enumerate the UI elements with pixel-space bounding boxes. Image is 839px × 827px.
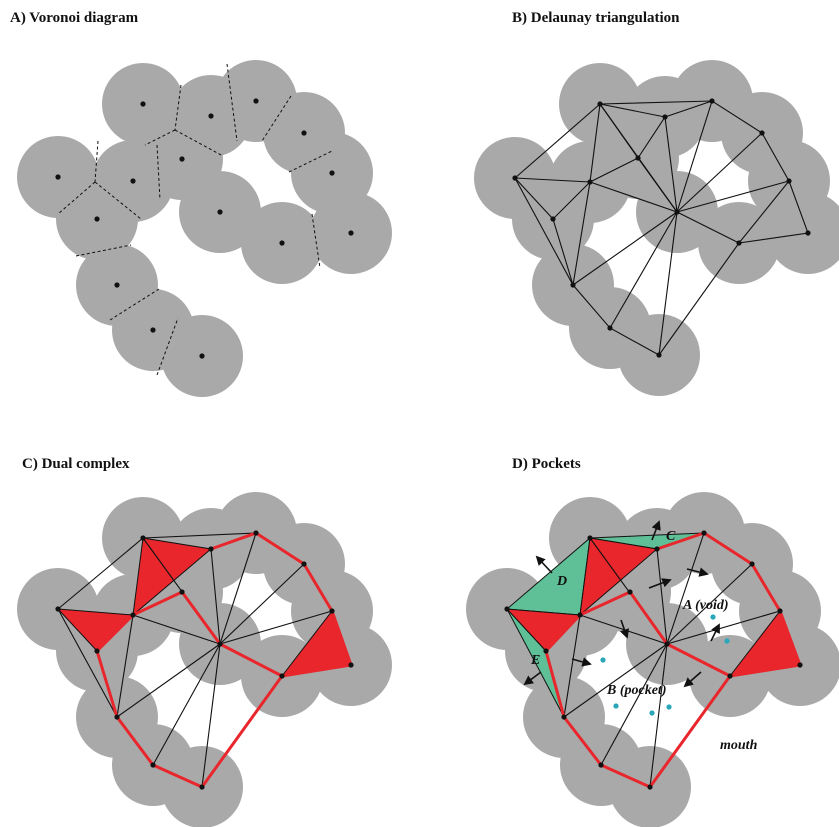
panel-d-title: D) Pockets — [512, 456, 581, 472]
arrow-pocket-2 — [571, 657, 592, 667]
panel-c-title: C) Dual complex — [22, 456, 130, 472]
panel-c-boundary-path — [95, 531, 353, 789]
arrow-void-3 — [710, 623, 720, 642]
panel-a-title: A) Voronoi diagram — [10, 10, 139, 26]
panel-d-edges — [563, 532, 781, 788]
panel-c-sites — [55, 530, 354, 790]
label-void: A (void) — [682, 598, 729, 613]
panel-d-cyan-dots — [600, 614, 730, 716]
label-mouth: mouth — [720, 738, 758, 753]
panel-d-boundary-path — [544, 531, 802, 789]
panel-d-arrows — [523, 520, 720, 688]
panel-a-disks — [17, 60, 392, 397]
label-e: E — [530, 653, 540, 668]
label-d: D — [556, 574, 567, 589]
arrow-e — [523, 671, 542, 686]
panel-b-title: B) Delaunay triangulation — [512, 10, 680, 26]
arrow-mouth — [683, 671, 702, 688]
label-pocket: B (pocket) — [606, 683, 666, 698]
panel-a-voronoi-edges — [57, 63, 333, 376]
arrow-d — [535, 555, 553, 574]
panel-a-sites — [55, 98, 354, 359]
arrow-pocket-1 — [619, 619, 629, 639]
panel-d-labels: C D A (void) E B (pocket) mouth — [530, 529, 758, 753]
arrow-void-1 — [648, 578, 672, 589]
panel-b-sites — [512, 98, 811, 358]
panel-d-sites — [504, 530, 803, 790]
arrow-void-2 — [686, 567, 709, 577]
panel-b-disks — [474, 60, 839, 396]
arrow-c — [651, 520, 661, 541]
label-c: C — [666, 529, 676, 544]
